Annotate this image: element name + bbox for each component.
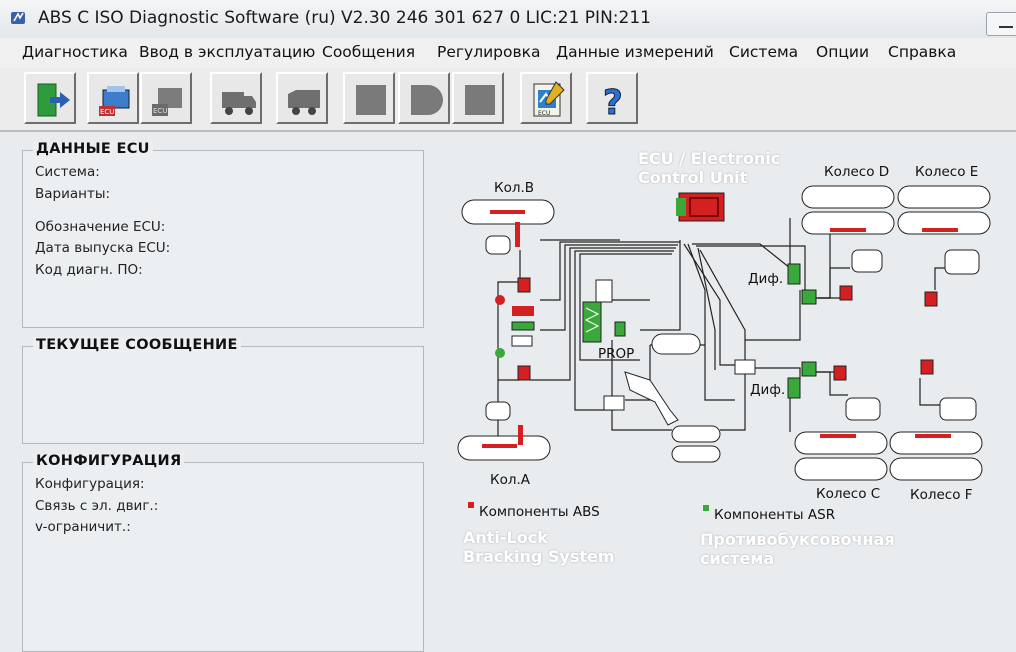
prop-valve	[582, 279, 626, 343]
ecu-write-icon: ECU	[152, 88, 182, 116]
axle-a-group	[457, 365, 551, 461]
disabled-square-button-2[interactable]	[452, 72, 504, 124]
abs-asr-system-diagram: Кол.B Кол.A Колесо D Колесо E Колесо C К…	[457, 164, 991, 523]
menu-options[interactable]: Опции	[816, 43, 870, 61]
ecu-annotation: ECU / Electronic Control Unit	[638, 149, 780, 187]
svg-text:ECU: ECU	[538, 110, 550, 117]
toolbar: ECU ECU	[0, 68, 1016, 132]
square-icon	[465, 85, 495, 115]
label-diff-top: Диф.	[748, 271, 783, 287]
app-icon	[11, 12, 25, 24]
ecu-annotation-line2: Control Unit	[638, 168, 748, 187]
diff-valve-bottom	[787, 377, 801, 399]
relay-valve-left	[603, 395, 625, 411]
ecu-read-button[interactable]: ECU	[87, 72, 139, 124]
diff-valve-top	[787, 263, 801, 285]
diff-valve-top-2	[801, 289, 817, 305]
abs-annotation: Anti-Lock Bracking System	[463, 528, 615, 566]
legend-abs-label: Компоненты ABS	[479, 504, 600, 520]
svg-text:ECU: ECU	[153, 107, 167, 115]
asr-annotation: Противобуксовочная система	[700, 530, 895, 568]
label-axle-a: Кол.A	[490, 472, 531, 488]
ecu-unit	[676, 192, 725, 222]
field-ecu-designation: Обозначение ECU:	[35, 219, 166, 235]
configuration-title: КОНФИГУРАЦИЯ	[33, 453, 185, 469]
label-diff-bottom: Диф.	[750, 382, 785, 398]
ecu-data-title: ДАННЫЕ ECU	[33, 141, 153, 157]
current-message-title: ТЕКУЩЕЕ СООБЩЕНИЕ	[33, 337, 241, 353]
left-valves	[495, 295, 535, 358]
label-prop: PROP	[598, 346, 634, 362]
abs-annotation-line1: Anti-Lock	[463, 528, 548, 547]
tank-1	[651, 333, 701, 355]
asr-annotation-line2: система	[700, 549, 775, 568]
menu-measurement-data[interactable]: Данные измерений	[556, 43, 714, 61]
disabled-round-button[interactable]	[398, 72, 450, 124]
field-variants: Варианты:	[35, 186, 111, 202]
menu-commissioning[interactable]: Ввод в эксплуатацию	[139, 43, 316, 61]
wheel-e-group	[897, 185, 991, 307]
menu-system[interactable]: Система	[729, 43, 799, 61]
field-configuration: Конфигурация:	[35, 476, 145, 492]
label-wheel-c: Колесо C	[816, 486, 880, 502]
pneumatic-lines	[497, 218, 950, 440]
label-axle-b: Кол.B	[494, 180, 534, 196]
ecu-report-icon: ECU	[533, 81, 565, 117]
window-title: ABS C ISO Diagnostic Software (ru) V2.30…	[38, 8, 651, 28]
legend-asr-swatch	[703, 505, 709, 511]
help-button[interactable]: ?	[586, 72, 638, 124]
wheel-d-group	[801, 185, 895, 301]
label-wheel-d: Колесо D	[824, 164, 889, 180]
ecu-report-button[interactable]: ECU	[520, 72, 572, 124]
current-message-panel: ТЕКУЩЕЕ СООБЩЕНИЕ	[22, 337, 424, 444]
axle-b-group	[461, 199, 555, 293]
field-system: Система:	[35, 164, 100, 180]
disabled-square-button[interactable]	[343, 72, 395, 124]
field-engine-link: Связь с эл. двиг.:	[35, 498, 159, 514]
label-wheel-f: Колесо F	[910, 487, 973, 503]
diff-valve-bottom-2	[801, 361, 817, 377]
ecu-write-button[interactable]: ECU	[140, 72, 192, 124]
brake-pedal	[624, 371, 679, 426]
configuration-panel: КОНФИГУРАЦИЯ Конфигурация: Связь с эл. д…	[22, 453, 424, 652]
relay-valve-middle	[734, 359, 756, 375]
truck-icon	[222, 92, 256, 115]
tank-3	[671, 445, 721, 463]
title-bar: ABS C ISO Diagnostic Software (ru) V2.30…	[0, 0, 1016, 38]
legend-abs-swatch	[468, 502, 474, 508]
ecu-read-icon: ECU	[99, 86, 130, 116]
menu-messages[interactable]: Сообщения	[322, 43, 416, 61]
field-diag-code: Код диагн. ПО:	[35, 262, 143, 278]
ecu-data-panel: ДАННЫЕ ECU Система: Варианты: Обозначени…	[22, 141, 424, 328]
wheel-c-group	[794, 365, 888, 481]
menu-help[interactable]: Справка	[888, 43, 957, 61]
svg-text:?: ?	[603, 83, 623, 120]
exit-button[interactable]	[24, 72, 76, 124]
ecu-annotation-line1: ECU / Electronic	[638, 149, 781, 168]
menu-adjustment[interactable]: Регулировка	[437, 43, 541, 61]
minimize-button[interactable]	[986, 12, 1016, 36]
asr-annotation-line1: Противобуксовочная	[700, 530, 895, 549]
menu-diagnostics[interactable]: Диагностика	[22, 43, 128, 61]
field-ecu-date: Дата выпуска ECU:	[35, 240, 171, 256]
field-speed-limiter: v-ограничит.:	[35, 519, 131, 535]
menu-bar: Диагностика Ввод в эксплуатацию Сообщени…	[0, 38, 1016, 68]
label-wheel-e: Колесо E	[915, 164, 978, 180]
legend-asr-label: Компоненты ASR	[714, 507, 835, 523]
round-icon	[411, 85, 443, 115]
trailer-button[interactable]	[276, 72, 328, 124]
trailer-icon	[288, 90, 320, 115]
abs-annotation-line2: Bracking System	[463, 547, 615, 566]
truck-button[interactable]	[210, 72, 262, 124]
help-icon: ?	[603, 83, 624, 121]
exit-icon	[37, 83, 70, 117]
wheel-f-group	[889, 359, 983, 481]
svg-text:ECU: ECU	[100, 108, 114, 116]
tank-2	[671, 425, 721, 443]
square-icon	[356, 85, 386, 115]
